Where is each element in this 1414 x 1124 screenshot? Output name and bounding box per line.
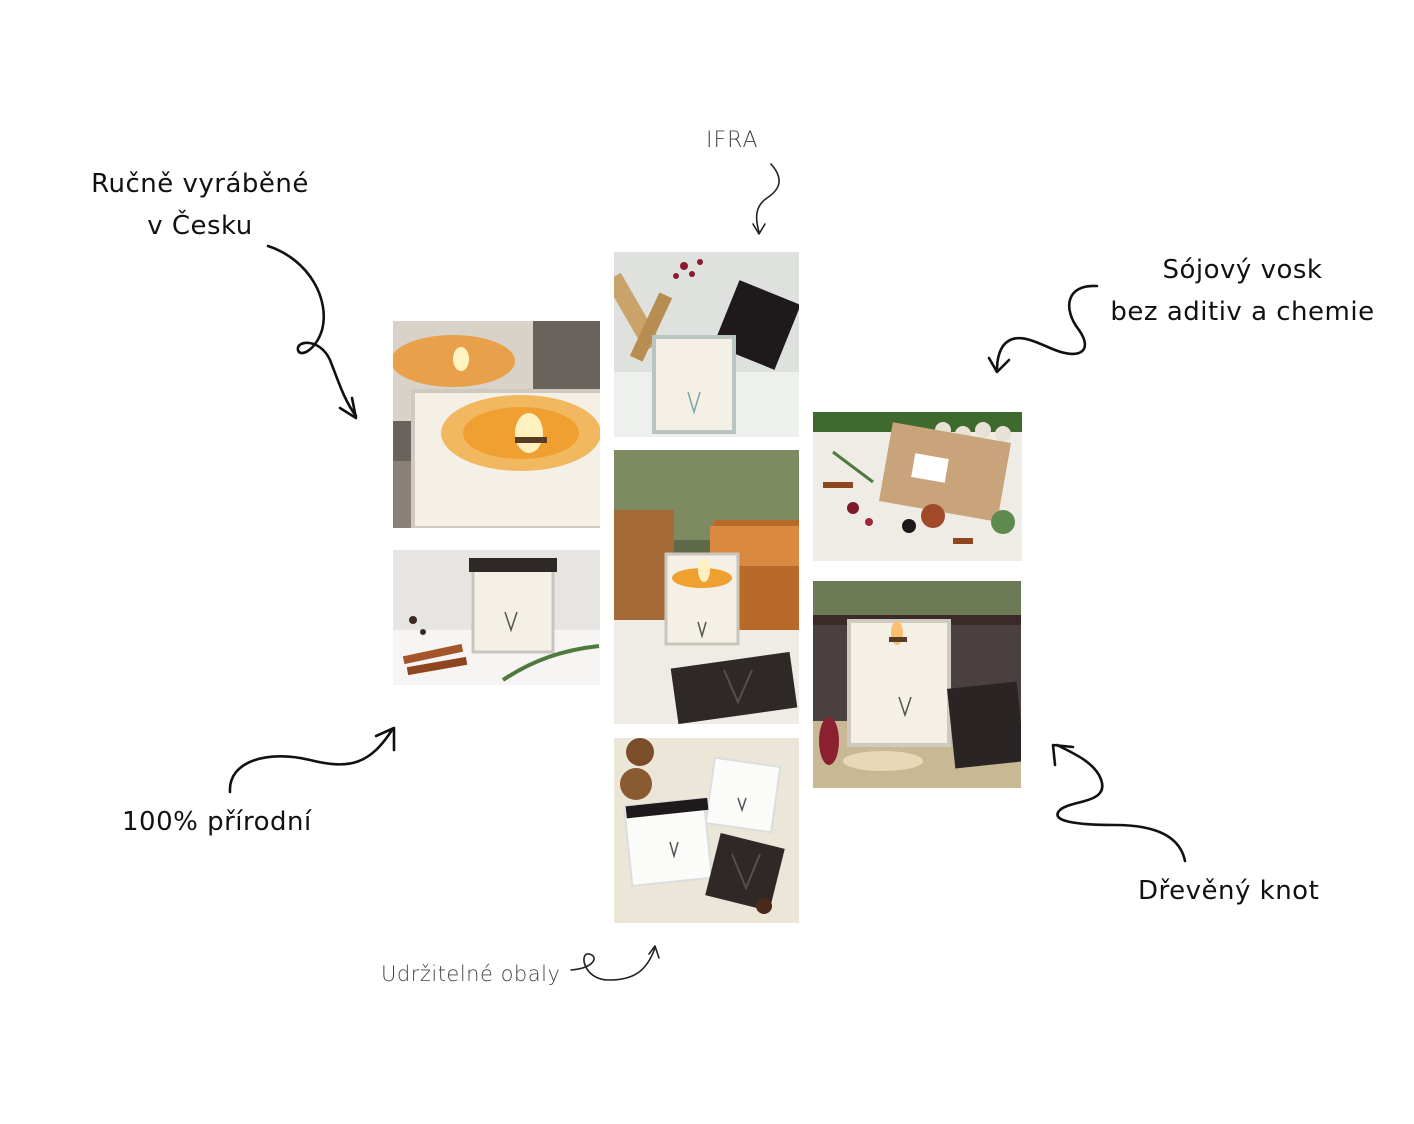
wooden-wick-label: Dřevěný knot — [1138, 876, 1320, 906]
photo-candle-with-lid-cinnamon — [393, 550, 600, 685]
photo-white-candles-pinecones — [614, 738, 799, 923]
packaging-arrow-icon — [570, 945, 660, 981]
natural-label: 100% přírodní — [122, 807, 312, 837]
soy-wax-arrow-icon — [987, 284, 1099, 374]
photo-gift-box-spices — [813, 412, 1022, 561]
handmade-label-line1: Ručně vyráběné — [91, 169, 309, 199]
photo-candle-palo-santo-berries — [614, 252, 799, 437]
soy-wax-label-line1: Sójový vosk — [1162, 255, 1323, 285]
natural-arrow-icon — [228, 726, 396, 794]
photo-burning-candles-closeup — [393, 321, 600, 528]
photo-candle-window-dried-flowers — [813, 581, 1021, 788]
ifra-label: IFRA — [706, 128, 759, 153]
sustainable-packaging-label: Udržitelné obaly — [381, 962, 561, 986]
soy-wax-label: Sójový vosk bez aditiv a chemie — [1100, 249, 1385, 333]
handmade-label: Ručně vyráběné v Česku — [80, 163, 320, 247]
handmade-arrow-icon — [266, 244, 358, 420]
ifra-arrow-icon — [752, 163, 780, 235]
photo-candle-books-wine — [614, 450, 799, 724]
handmade-label-line2: v Česku — [147, 211, 253, 241]
wooden-wick-arrow-icon — [1051, 743, 1187, 863]
soy-wax-label-line2: bez aditiv a chemie — [1110, 297, 1375, 327]
